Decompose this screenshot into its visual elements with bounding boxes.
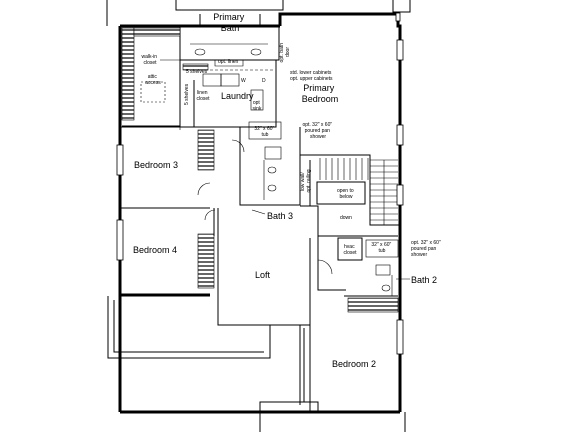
opt-bath-door-note: opt. bath door (279, 42, 291, 63)
shelves-side-note: 5 shelves (184, 83, 190, 105)
bedroom3-area (116, 126, 245, 209)
primary-bedroom-label: Primary Bedroom (302, 83, 339, 104)
primary-bath-line2: Bath (221, 23, 240, 33)
loft-label: Loft (255, 270, 271, 280)
linen-closet-note: linen closet (196, 90, 210, 102)
shelves-top-note: 5 shelves (186, 69, 208, 75)
primary-bath-line1: Primary (213, 12, 244, 22)
bath2-label: Bath 2 (411, 275, 437, 285)
loft-area (217, 205, 319, 326)
laundry-label: Laundry (221, 91, 254, 101)
primary-bath-label: Primary Bath (213, 12, 247, 33)
bedroom4-area (116, 208, 216, 289)
opt-linen-note: opt. linen (218, 59, 239, 65)
tub-bath2-note: 32" x 60" tub (371, 242, 392, 254)
attic-access-note: attic access (145, 74, 161, 86)
bedroom4-label: Bedroom 4 (133, 245, 177, 255)
bedroom2-area (259, 319, 406, 432)
right-windows (396, 39, 404, 206)
primary-bedroom-line2: Bedroom (302, 94, 339, 104)
tub-bath3-note: 32" x 60" tub (254, 126, 275, 138)
opt-sink-note: opt sink (253, 100, 262, 112)
open-to-below-note: open to below (337, 188, 355, 200)
low-wall-note: low wall/ opt. railing (300, 169, 312, 192)
bedroom2-label: Bedroom 2 (332, 359, 376, 369)
staircase (300, 154, 400, 226)
opt-tub-bath2-note: opt. 32" x 60" poured pan shower (411, 240, 442, 258)
walk-in-closet-note: walk-in closet (142, 54, 159, 66)
hvac-closet-note: hvac closet (343, 244, 357, 256)
leader-lines (251, 209, 410, 280)
primary-bedroom-line1: Primary (303, 83, 334, 93)
opt-tub-primary-note: opt. 32" x 60" poured pan shower (302, 122, 333, 140)
lower-porch (107, 296, 305, 405)
bath2-area (317, 235, 399, 313)
down-note: down (340, 215, 352, 221)
bath3-label: Bath 3 (267, 211, 293, 221)
dryer-label: D (262, 78, 266, 84)
washer-label: W (241, 78, 246, 84)
bath3-area (239, 121, 301, 206)
top-balcony (106, 0, 411, 26)
std-lower-cabinets-note: std. lower cabinets opt. upper cabinets (290, 70, 333, 82)
laundry-area (179, 60, 277, 128)
bedroom3-label: Bedroom 3 (134, 160, 178, 170)
